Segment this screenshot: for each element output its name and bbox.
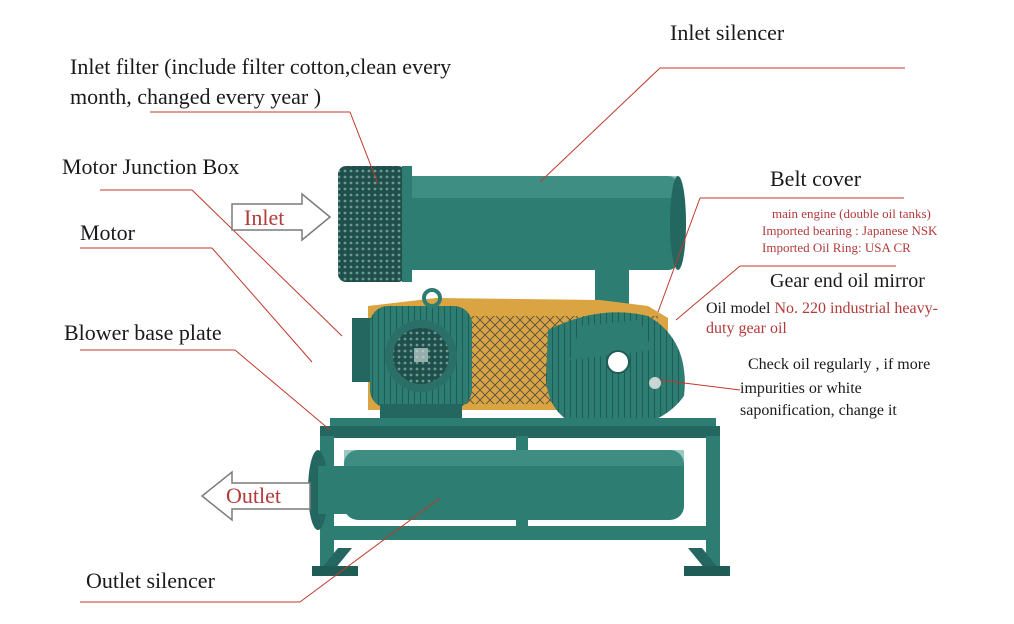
label-imported-bearing: Imported bearing : Japanese NSK <box>762 223 938 238</box>
label-inlet-silencer: Inlet silencer <box>670 20 785 45</box>
label-check-oil-line3: saponification, change it <box>740 402 897 419</box>
label-check-oil-line2: impurities or white <box>740 380 862 397</box>
label-blower-base-plate: Blower base plate <box>64 320 222 345</box>
label-oil-model: Oil model No. 220 industrial heavy- <box>706 300 938 318</box>
inlet-arrow-label: Inlet <box>244 205 285 230</box>
outlet-arrow <box>200 470 311 522</box>
oil-model-value: No. 220 industrial heavy- <box>774 300 938 317</box>
label-check-oil-line1: Check oil regularly , if more <box>748 356 931 373</box>
label-motor-junction-box: Motor Junction Box <box>62 154 240 179</box>
outlet-arrow-label: Outlet <box>226 483 281 508</box>
label-inlet-filter-line1: Inlet filter (include filter cotton,clea… <box>70 54 452 79</box>
outlet-silencer-part <box>308 450 684 530</box>
label-belt-cover: Belt cover <box>770 166 862 191</box>
motor-part <box>352 288 472 418</box>
blower-head-part <box>546 312 685 430</box>
label-gear-end-oil-mirror: Gear end oil mirror <box>770 270 925 292</box>
label-imported-oil-ring: Imported Oil Ring: USA CR <box>762 240 911 255</box>
label-motor: Motor <box>80 220 135 245</box>
inlet-arrow <box>231 192 332 242</box>
label-main-engine: main engine (double oil tanks) <box>772 206 931 221</box>
label-inlet-filter-line2: month, changed every year ) <box>70 84 322 109</box>
label-oil-model-line2: duty gear oil <box>706 320 787 337</box>
inlet-filter-part <box>338 166 412 282</box>
leader-lines <box>80 67 905 603</box>
label-outlet-silencer: Outlet silencer <box>86 568 215 593</box>
inlet-silencer-part <box>396 176 686 270</box>
oil-model-prefix: Oil model <box>706 300 771 317</box>
